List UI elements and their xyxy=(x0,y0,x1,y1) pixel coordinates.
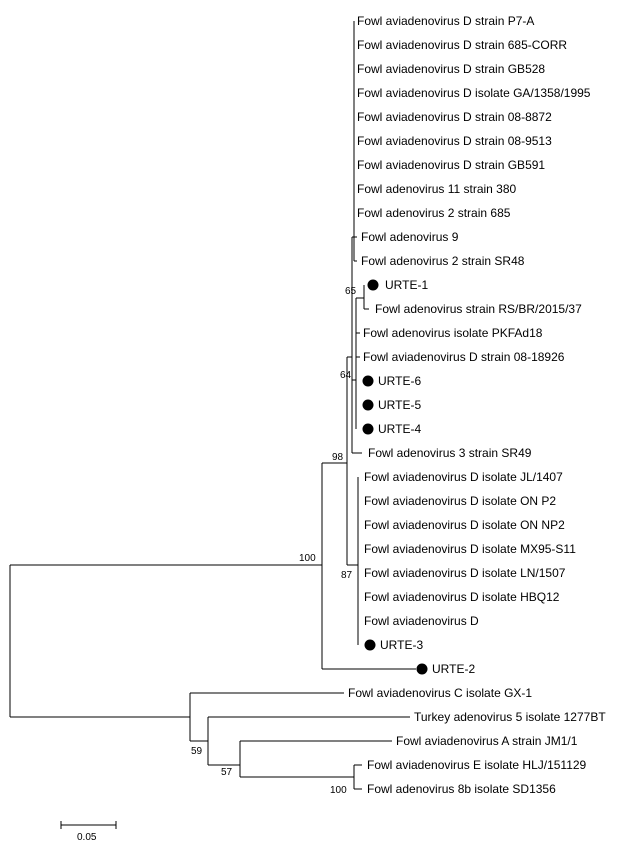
bootstrap-value: 100 xyxy=(299,553,316,564)
tip-label: URTE-3 xyxy=(380,638,423,652)
marker-urte-2 xyxy=(416,663,428,675)
scale-bar: 0.05 xyxy=(60,821,117,843)
tip-label: Fowl aviadenovirus D strain GB591 xyxy=(357,158,545,172)
marker-urte-4 xyxy=(362,423,374,435)
tip-label: URTE-1 xyxy=(385,278,428,292)
tip-label: Fowl aviadenovirus A strain JM1/1 xyxy=(396,734,578,748)
tip-label: Fowl aviadenovirus D strain GB528 xyxy=(357,62,545,76)
tip-labels: Fowl aviadenovirus D strain P7-A Fowl av… xyxy=(348,14,606,796)
tip-label: Fowl aviadenovirus D strain 08-9513 xyxy=(357,134,552,148)
marker-urte-1 xyxy=(367,279,379,291)
tip-label: Fowl adenovirus 8b isolate SD1356 xyxy=(367,782,556,796)
marker-urte-3 xyxy=(364,639,376,651)
tip-label: Fowl aviadenovirus D strain 685-CORR xyxy=(357,38,567,52)
bootstrap-value: 65 xyxy=(345,286,357,297)
tip-label: Fowl aviadenovirus D strain 08-18926 xyxy=(363,350,565,364)
tip-label: URTE-2 xyxy=(432,662,475,676)
bootstrap-value: 64 xyxy=(340,370,352,381)
tip-label: Fowl aviadenovirus D isolate ON NP2 xyxy=(364,518,565,532)
tip-label: URTE-5 xyxy=(378,398,421,412)
tip-label: Fowl aviadenovirus D isolate GA/1358/199… xyxy=(357,86,591,100)
tip-label: Fowl aviadenovirus D isolate JL/1407 xyxy=(364,470,563,484)
tip-label: Fowl adenovirus strain RS/BR/2015/37 xyxy=(375,302,582,316)
bootstrap-value: 100 xyxy=(330,785,347,796)
tip-label: Fowl aviadenovirus D xyxy=(364,614,479,628)
tip-label: Fowl aviadenovirus D isolate HBQ12 xyxy=(364,590,560,604)
bootstrap-value: 98 xyxy=(332,452,344,463)
tip-label: Fowl adenovirus 2 strain SR48 xyxy=(361,254,525,268)
tip-label: Fowl adenovirus 3 strain SR49 xyxy=(368,446,532,460)
tip-label: Fowl aviadenovirus D isolate MX95-S11 xyxy=(364,542,576,556)
bootstrap-value: 59 xyxy=(191,746,203,757)
tip-label: Turkey adenovirus 5 isolate 1277BT xyxy=(414,710,606,724)
tip-label: Fowl aviadenovirus D strain P7-A xyxy=(357,14,534,28)
marker-urte-5 xyxy=(362,399,374,411)
tip-label: Fowl adenovirus 11 strain 380 xyxy=(357,182,517,196)
bootstrap-value: 57 xyxy=(221,767,233,778)
tip-label: Fowl aviadenovirus D strain 08-8872 xyxy=(357,110,552,124)
tip-label: Fowl adenovirus 9 xyxy=(361,230,459,244)
tip-markers xyxy=(362,279,428,675)
tip-label: URTE-6 xyxy=(378,374,421,388)
tip-label: Fowl adenovirus 2 strain 685 xyxy=(357,206,511,220)
tip-label: Fowl aviadenovirus E isolate HLJ/151129 xyxy=(367,758,587,772)
tip-label: Fowl adenovirus isolate PKFAd18 xyxy=(363,326,543,340)
tip-label: Fowl aviadenovirus D isolate ON P2 xyxy=(364,494,556,508)
marker-urte-6 xyxy=(362,375,374,387)
tip-label: Fowl aviadenovirus C isolate GX-1 xyxy=(348,686,532,700)
bootstrap-values: 65 64 98 100 87 59 57 100 xyxy=(191,286,357,796)
bootstrap-value: 87 xyxy=(341,570,353,581)
tree-branches xyxy=(9,21,416,790)
tip-label: URTE-4 xyxy=(378,422,421,436)
scale-bar-label: 0.05 xyxy=(77,832,97,843)
tip-label: Fowl aviadenovirus D isolate LN/1507 xyxy=(364,566,566,580)
